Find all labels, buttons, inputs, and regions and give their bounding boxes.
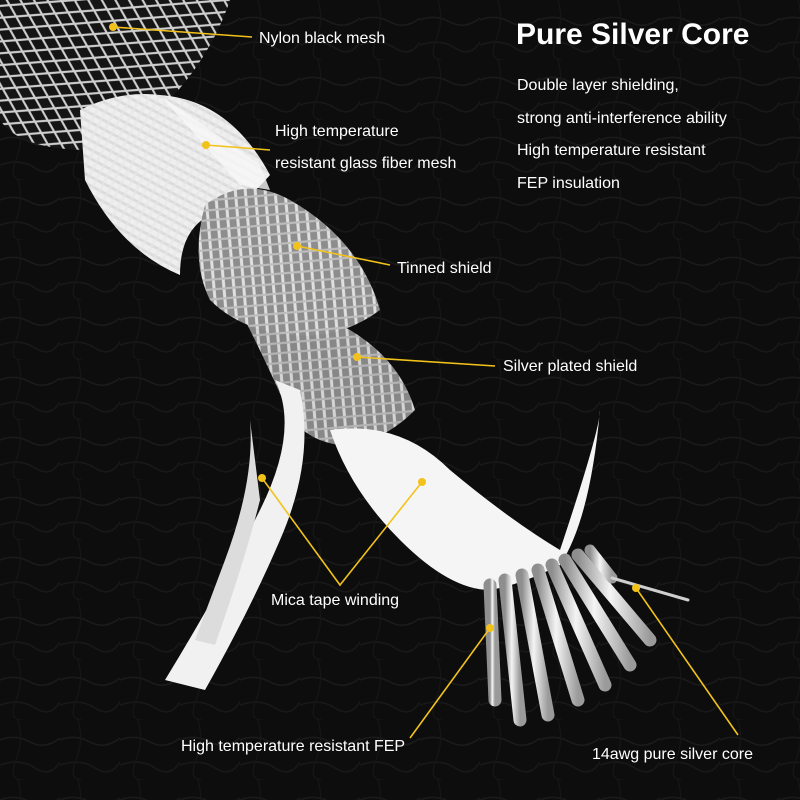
callout-mica-tape: Mica tape winding [271,592,400,609]
feature-item: High temperature resistant [517,142,706,159]
feature-item: Double layer shielding, [517,77,679,94]
callout-glass-fiber-line2: resistant glass fiber mesh [275,155,457,172]
callout-glass-fiber-line1: High temperature [275,123,399,140]
feature-item: FEP insulation [517,174,620,192]
callout-fep: High temperature resistant FEP [181,738,406,755]
callout-silver-plated-shield: Silver plated shield [503,358,638,375]
product-title: Pure Silver Core [516,18,750,51]
feature-item: strong anti-interference ability [517,109,727,127]
callout-tinned-shield: Tinned shield [397,260,492,277]
callout-nylon-mesh: Nylon black mesh [259,30,386,47]
callout-silver-core: 14awg pure silver core [592,746,753,763]
feature-list: Double layer shielding, strong anti-inte… [517,70,727,200]
